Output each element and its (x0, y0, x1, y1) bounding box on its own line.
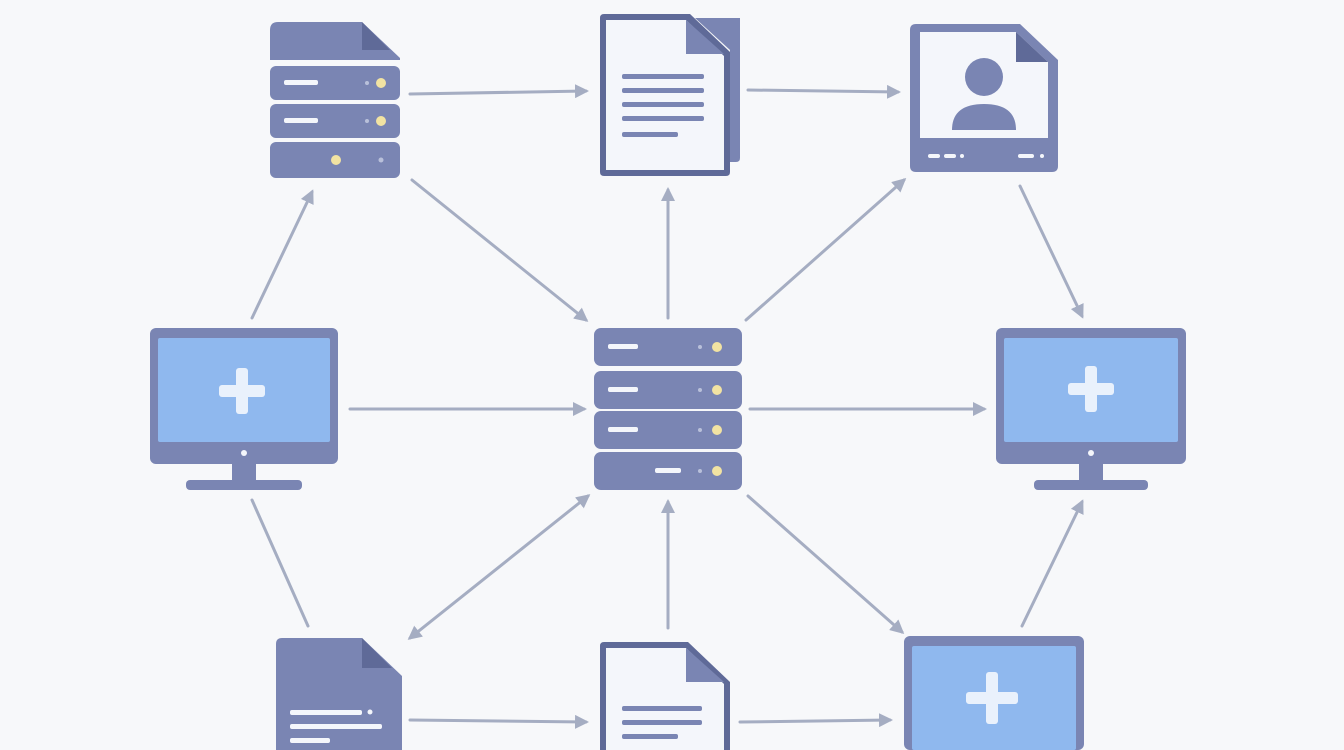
server-stack-icon (594, 328, 742, 490)
arrow-document-bottom-left-to-server-central-hub (407, 494, 591, 640)
document-icon (600, 14, 740, 176)
document-bottom-center (600, 642, 730, 750)
document-bottom-left (276, 638, 402, 750)
arrow-profile-document-top-right-to-monitor-middle-right (1018, 184, 1084, 319)
connection-arrows (250, 84, 1084, 729)
arrow-monitor-middle-left-to-server-top-left (250, 189, 314, 320)
server-central-hub (594, 328, 742, 490)
monitor-middle-right (996, 328, 1186, 490)
arrow-server-top-left-to-document-top-center (408, 84, 589, 99)
document-icon (276, 638, 402, 750)
server-top-left (270, 22, 400, 178)
arrow-document-top-center-to-profile-document-top-right (746, 84, 901, 99)
document-icon (600, 642, 730, 750)
arrow-document-bottom-left-to-document-bottom-center (408, 714, 589, 729)
arrow-server-top-left-to-server-central-hub (410, 178, 589, 322)
monitor-plus-icon (996, 328, 1186, 490)
arrow-monitor-bottom-right-to-monitor-middle-right (1020, 499, 1084, 628)
arrow-document-bottom-left-to-monitor-middle-left (250, 498, 310, 628)
user-profile-document-icon (910, 24, 1058, 172)
server-icon (270, 22, 400, 178)
monitor-plus-icon (904, 636, 1084, 750)
monitor-plus-icon (150, 328, 338, 490)
arrow-document-bottom-center-to-monitor-bottom-right (738, 713, 893, 728)
profile-document-top-right (910, 24, 1058, 172)
monitor-middle-left (150, 328, 338, 490)
arrow-server-central-hub-to-profile-document-top-right (744, 178, 907, 322)
document-top-center (600, 14, 740, 176)
monitor-bottom-right (904, 636, 1084, 750)
arrow-server-central-hub-to-monitor-bottom-right (746, 494, 905, 634)
